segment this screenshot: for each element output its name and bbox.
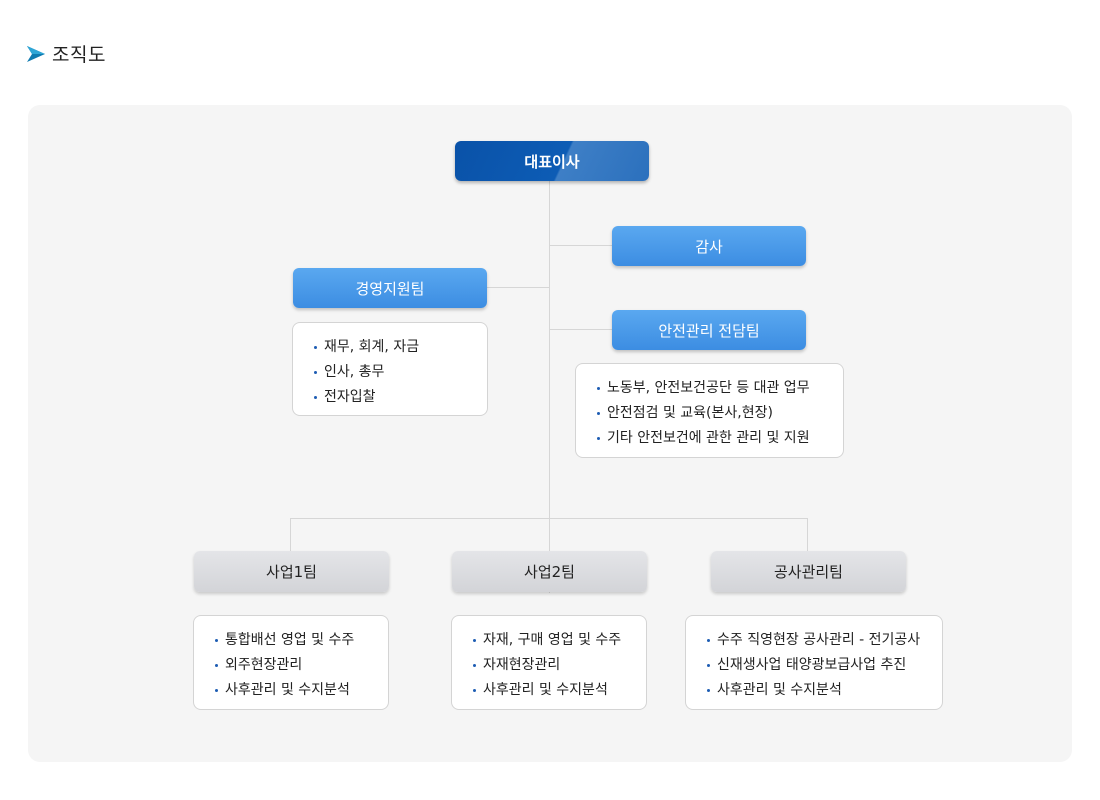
safety-team-box: 안전관리 전담팀 — [612, 310, 806, 350]
management-team-label: 경영지원팀 — [355, 279, 425, 298]
management-duties: 재무, 회계, 자금 인사, 총무 전자입찰 — [292, 322, 488, 416]
duty-item: 인사, 총무 — [314, 360, 487, 385]
duty-item: 사후관리 및 수지분석 — [473, 678, 646, 703]
page-title: 조직도 — [52, 44, 106, 66]
connector-construction — [807, 518, 808, 552]
duty-item: 사후관리 및 수지분석 — [215, 678, 388, 703]
biz2-duties: 자재, 구매 영업 및 수주 자재현장관리 사후관리 및 수지분석 — [451, 615, 647, 710]
duty-item: 노동부, 안전보건공단 등 대관 업무 — [597, 376, 843, 401]
biz1-team-box: 사업1팀 — [194, 551, 389, 592]
audit-label: 감사 — [695, 237, 723, 256]
page-header: 조직도 — [26, 40, 106, 67]
management-team-box: 경영지원팀 — [293, 268, 487, 308]
connector-management — [487, 287, 550, 288]
duty-item: 자재현장관리 — [473, 653, 646, 678]
construction-duties: 수주 직영현장 공사관리 - 전기공사 신재생사업 태양광보급사업 추진 사후관… — [685, 615, 943, 710]
ceo-label: 대표이사 — [524, 152, 580, 171]
duty-item: 통합배선 영업 및 수주 — [215, 628, 388, 653]
construction-team-label: 공사관리팀 — [773, 563, 843, 581]
duty-item: 기타 안전보건에 관한 관리 및 지원 — [597, 426, 843, 451]
duty-item: 자재, 구매 영업 및 수주 — [473, 628, 646, 653]
safety-duties: 노동부, 안전보건공단 등 대관 업무 안전점검 및 교육(본사,현장) 기타 … — [575, 363, 844, 458]
biz2-team-box: 사업2팀 — [452, 551, 647, 592]
duty-item: 재무, 회계, 자금 — [314, 335, 487, 360]
biz1-team-label: 사업1팀 — [266, 563, 317, 581]
duty-item: 신재생사업 태양광보급사업 추진 — [707, 653, 942, 678]
construction-team-box: 공사관리팀 — [711, 551, 906, 592]
duty-item: 안전점검 및 교육(본사,현장) — [597, 401, 843, 426]
duty-item: 사후관리 및 수지분석 — [707, 678, 942, 703]
connector-horizontal — [290, 518, 808, 519]
biz2-team-label: 사업2팀 — [524, 563, 575, 581]
duty-item: 수주 직영현장 공사관리 - 전기공사 — [707, 628, 942, 653]
connector-trunk — [549, 180, 550, 593]
connector-safety — [549, 329, 612, 330]
org-chart-panel: 대표이사 감사 경영지원팀 재무, 회계, 자금 인사, 총무 전자입찰 안전관… — [28, 105, 1072, 762]
arrow-bullet-icon — [27, 45, 45, 62]
connector-biz1 — [290, 518, 291, 552]
duty-item: 외주현장관리 — [215, 653, 388, 678]
connector-audit — [549, 245, 612, 246]
duty-item: 전자입찰 — [314, 385, 487, 410]
safety-team-label: 안전관리 전담팀 — [658, 321, 760, 340]
biz1-duties: 통합배선 영업 및 수주 외주현장관리 사후관리 및 수지분석 — [193, 615, 389, 710]
audit-box: 감사 — [612, 226, 806, 266]
ceo-box: 대표이사 — [455, 141, 649, 181]
